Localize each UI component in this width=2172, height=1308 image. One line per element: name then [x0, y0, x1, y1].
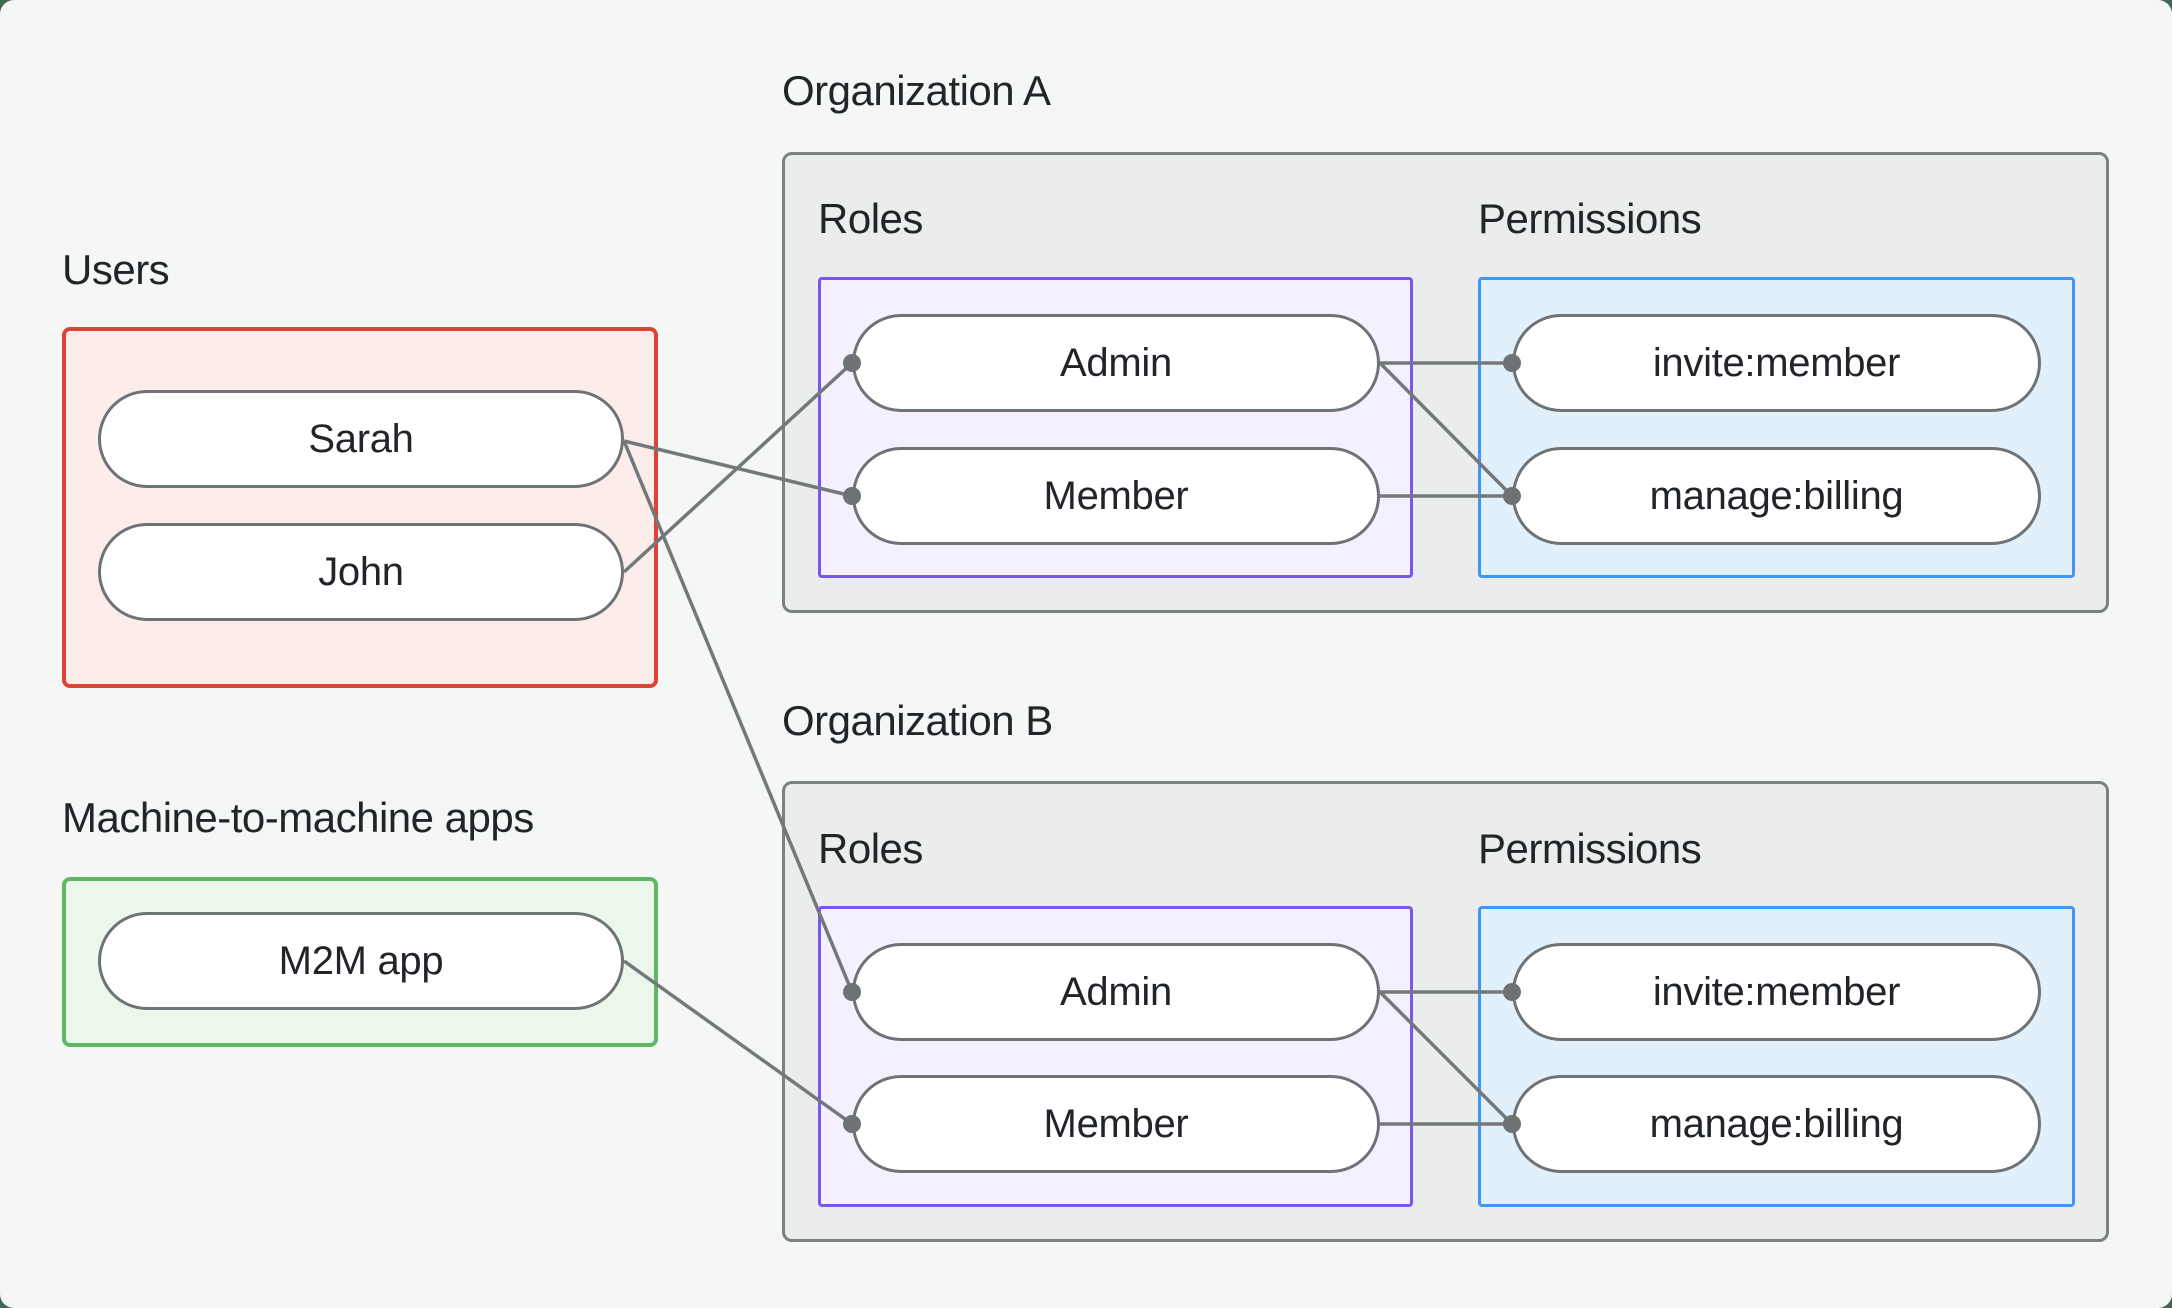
users-group-box: [62, 327, 658, 688]
org-a-permission-invite-member: invite:member: [1512, 314, 2041, 412]
org-a-permission-manage-billing: manage:billing: [1512, 447, 2041, 545]
user-node-sarah: Sarah: [98, 390, 624, 488]
org-a-role-member: Member: [852, 447, 1380, 545]
org-b-roles-label: Roles: [818, 825, 923, 872]
org-b-permission-manage-billing-label: manage:billing: [1649, 1101, 1904, 1146]
user-node-sarah-label: Sarah: [308, 416, 414, 461]
user-node-john-label: John: [318, 549, 404, 594]
m2m-app-node: M2M app: [98, 912, 624, 1010]
org-b-permission-manage-billing: manage:billing: [1512, 1075, 2041, 1173]
org-b-permission-invite-member-label: invite:member: [1652, 969, 1901, 1014]
org-b-permission-invite-member: invite:member: [1512, 943, 2041, 1041]
org-b-title: Organization B: [782, 697, 1053, 744]
org-a-role-admin-label: Admin: [1060, 340, 1172, 385]
org-a-permission-invite-member-label: invite:member: [1652, 340, 1901, 385]
org-a-role-member-label: Member: [1043, 473, 1189, 518]
org-b-role-member: Member: [852, 1075, 1380, 1173]
m2m-app-node-label: M2M app: [278, 938, 444, 983]
org-a-permission-manage-billing-label: manage:billing: [1649, 473, 1904, 518]
org-a-title: Organization A: [782, 67, 1051, 114]
org-b-role-admin-label: Admin: [1060, 969, 1172, 1014]
users-group-label: Users: [62, 246, 170, 293]
org-b-role-admin: Admin: [852, 943, 1380, 1041]
org-b-permissions-label: Permissions: [1478, 825, 1702, 872]
org-a-permissions-label: Permissions: [1478, 195, 1702, 242]
m2m-group-label: Machine-to-machine apps: [62, 794, 534, 841]
org-a-role-admin: Admin: [852, 314, 1380, 412]
org-a-roles-label: Roles: [818, 195, 923, 242]
user-node-john: John: [98, 523, 624, 621]
org-b-role-member-label: Member: [1043, 1101, 1189, 1146]
